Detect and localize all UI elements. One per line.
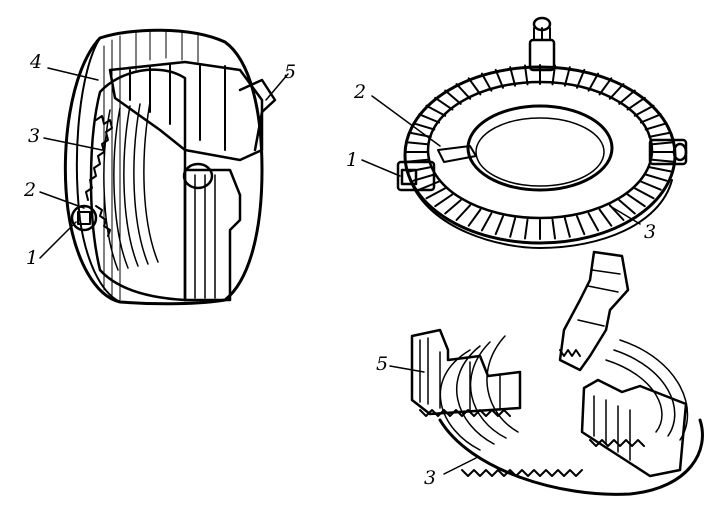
label-jaw-3: 5 bbox=[376, 353, 388, 375]
gear-tooth bbox=[608, 83, 625, 100]
label-key-socket: 1 bbox=[26, 247, 38, 269]
gear-tooth bbox=[650, 141, 675, 146]
gear-tooth bbox=[598, 208, 613, 227]
gear-tooth bbox=[494, 215, 504, 236]
gear-tooth bbox=[412, 122, 436, 131]
gear-tooth bbox=[576, 68, 586, 89]
label-jaw: 5 bbox=[284, 61, 296, 83]
label-pinion-2: 2 bbox=[353, 81, 366, 103]
gear-tooth bbox=[418, 180, 441, 191]
gear-tooth bbox=[618, 199, 636, 215]
gear-tooth bbox=[467, 77, 482, 96]
scroll-and-pinions-drawing: 2 1 3 bbox=[346, 16, 688, 249]
gear-tooth bbox=[563, 66, 571, 87]
gear-tooth bbox=[434, 96, 454, 111]
gear-tooth bbox=[598, 77, 613, 96]
gear-tooth bbox=[648, 166, 672, 173]
gear-tooth bbox=[444, 89, 462, 105]
gear-tooth bbox=[444, 199, 462, 215]
label-scroll-2: 3 bbox=[644, 221, 656, 243]
gear-tooth bbox=[524, 218, 529, 240]
gear-tooth bbox=[587, 212, 600, 232]
gear-tooth bbox=[639, 180, 662, 191]
gear-tooth bbox=[494, 68, 504, 89]
gear-tooth bbox=[648, 131, 672, 138]
gear-tooth bbox=[576, 215, 586, 236]
gear-tooth bbox=[480, 212, 493, 232]
gear-tooth bbox=[455, 204, 472, 221]
gear-tooth bbox=[626, 96, 646, 111]
gear-tooth bbox=[618, 89, 636, 105]
gear-tooth bbox=[626, 193, 646, 208]
jaws-on-scroll-drawing: 5 3 bbox=[376, 250, 704, 496]
gear-tooth bbox=[644, 173, 668, 182]
gear-tooth bbox=[639, 113, 662, 124]
gear-tooth bbox=[551, 218, 556, 240]
gear-tooth bbox=[425, 104, 447, 117]
gear-tooth bbox=[418, 113, 441, 124]
label-body: 4 bbox=[29, 51, 42, 73]
label-scroll-3: 3 bbox=[424, 467, 436, 489]
gear-tooth bbox=[633, 187, 655, 200]
label-scroll: 3 bbox=[28, 125, 40, 147]
gear-tooth bbox=[434, 193, 454, 208]
gear-tooth bbox=[650, 158, 675, 163]
gear-tooth bbox=[425, 187, 447, 200]
chuck-assembly-drawing: 4 3 2 1 5 bbox=[23, 28, 296, 306]
gear-tooth bbox=[467, 208, 482, 227]
gear-tooth bbox=[524, 64, 529, 86]
gear-tooth bbox=[633, 104, 655, 117]
gear-tooth bbox=[405, 141, 430, 146]
label-key-socket-2: 1 bbox=[346, 149, 358, 171]
gear-tooth bbox=[563, 217, 571, 238]
gear-tooth bbox=[644, 122, 668, 131]
label-pinion: 2 bbox=[23, 179, 36, 201]
gear-tooth bbox=[480, 72, 493, 92]
gear-tooth bbox=[455, 83, 472, 100]
gear-tooth bbox=[587, 72, 600, 92]
gear-tooth bbox=[509, 66, 517, 87]
gear-tooth bbox=[509, 217, 517, 238]
